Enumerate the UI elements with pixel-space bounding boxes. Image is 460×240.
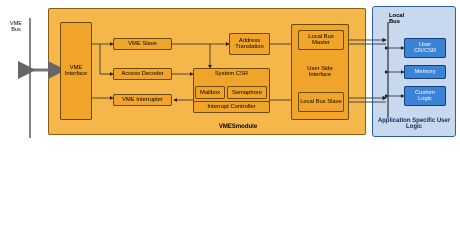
custom-logic-block: Custom Logic — [404, 86, 446, 106]
system-csr-label: System CSR — [214, 71, 249, 77]
vme-interrupter-block: VME Interrupter — [113, 94, 172, 106]
local-bus-master-label: Local Bus Master — [308, 34, 334, 46]
user-logic-title: Application Specific User Logic — [377, 118, 451, 131]
custom-logic-label: Custom Logic — [415, 90, 435, 102]
user-side-interface-label: User Side Interface — [307, 66, 333, 78]
module-name: VMESmodule — [218, 124, 258, 130]
semaphore-label: Semaphore — [232, 89, 262, 96]
connectors — [18, 18, 405, 138]
user-cr-csr-label: User CR/CSR — [414, 42, 437, 54]
memory-label: Memory — [414, 69, 436, 75]
semaphore-block: Semaphore — [227, 86, 267, 99]
vme-slave-block: VME Slave — [113, 38, 172, 50]
address-translation-block: Address Translation — [229, 33, 270, 55]
local-bus-master-block: Local Bus Master — [298, 30, 344, 50]
local-bus-slave-block: Local Bus Slave — [298, 92, 344, 112]
vme-interrupter-label: VME Interrupter — [122, 97, 163, 103]
access-decoder-block: Access Decoder — [113, 68, 172, 80]
access-decoder-label: Access Decoder — [121, 71, 164, 77]
local-bus-slave-label: Local Bus Slave — [300, 99, 342, 105]
interrupt-controller-block: Interrupt Controller — [193, 101, 270, 113]
local-bus-label: Local Bus — [389, 13, 405, 26]
address-translation-label: Address Translation — [235, 38, 264, 50]
vme-bus-label: VME Bus — [10, 21, 22, 33]
vme-interface-block: VME Interface — [60, 22, 92, 120]
user-cr-csr-block: User CR/CSR — [404, 38, 446, 58]
vme-slave-label: VME Slave — [128, 41, 157, 47]
memory-block: Memory — [404, 65, 446, 79]
mailbox-block: Mailbox — [195, 86, 225, 99]
mailbox-label: Mailbox — [200, 89, 220, 96]
vme-interface-label: VME Interface — [64, 65, 88, 77]
interrupt-controller-label: Interrupt Controller — [207, 104, 256, 110]
